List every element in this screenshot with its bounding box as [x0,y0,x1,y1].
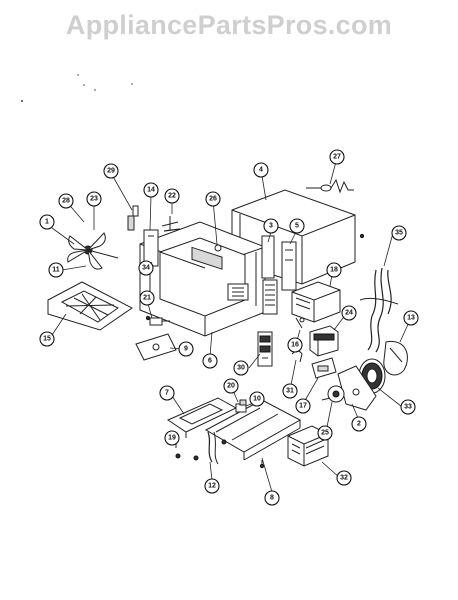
thermostat [149,317,170,326]
callout-18: 18 [326,262,342,278]
svg-text:20: 20 [227,383,235,390]
svg-text:2: 2 [357,421,361,428]
callout-8: 8 [264,490,280,506]
callout-13: 13 [403,310,419,326]
svg-text:10: 10 [253,396,261,403]
callout-31: 31 [282,383,298,399]
upper-brackets [127,205,181,267]
capacitor [309,325,339,357]
callout-24: 24 [341,305,357,321]
callout-19: 19 [164,430,180,446]
svg-text:7: 7 [165,390,169,397]
callout-2: 2 [351,416,367,432]
svg-text:27: 27 [333,154,341,161]
svg-text:17: 17 [299,403,307,410]
svg-text:29: 29 [107,168,115,175]
motor-plate [337,365,377,411]
callout-3: 3 [263,218,279,234]
callout-9: 9 [178,341,194,357]
svg-text:18: 18 [330,267,338,274]
callout-1: 1 [39,214,55,230]
blower-housing [383,340,408,376]
svg-text:25: 25 [321,430,329,437]
callout-29: 29 [103,163,119,179]
callout-33: 33 [400,399,416,415]
control-board [257,331,273,367]
svg-text:15: 15 [43,336,51,343]
hinge-plate [135,333,177,361]
callout-25: 25 [317,425,333,441]
latch-plate [166,397,238,438]
callout-23: 23 [86,191,102,207]
oven-cavity [139,221,278,337]
waveguide-parts [261,235,297,291]
svg-text:26: 26 [209,196,217,203]
svg-text:16: 16 [291,342,299,349]
switch-parts [291,350,337,379]
watermark-logo: AppliancePartsPros.com [65,10,393,40]
specks [21,74,133,102]
fan-motor [321,385,345,403]
callout-21: 21 [139,290,155,306]
callout-7: 7 [159,385,175,401]
fan-shroud [47,281,133,331]
fan-blade [67,232,119,270]
svg-text:32: 32 [340,475,348,482]
svg-text:24: 24 [345,310,353,317]
callout-26: 26 [205,191,221,207]
callout-14: 14 [143,182,159,198]
svg-text:22: 22 [168,193,176,200]
svg-text:6: 6 [208,358,212,365]
svg-text:21: 21 [143,295,151,302]
clip-parts [235,399,247,413]
callout-5: 5 [289,218,305,234]
svg-text:1: 1 [45,219,49,226]
relay [295,317,305,329]
svg-text:33: 33 [404,404,412,411]
svg-text:4: 4 [259,167,263,174]
callout-10: 10 [249,391,265,407]
diode [306,178,354,194]
svg-text:13: 13 [407,315,415,322]
callout-17: 17 [295,398,311,414]
callout-22: 22 [164,188,180,204]
callout-11: 11 [48,262,64,278]
wire-harness [359,267,399,353]
svg-text:11: 11 [52,267,60,274]
callout-32: 32 [336,470,352,486]
svg-text:35: 35 [395,230,403,237]
callout-15: 15 [39,331,55,347]
svg-text:3: 3 [269,223,273,230]
svg-text:34: 34 [142,265,150,272]
callout-12: 12 [204,478,220,494]
callout-4: 4 [253,162,269,178]
svg-text:30: 30 [237,365,245,372]
callout-28: 28 [58,193,74,209]
callout-34: 34 [138,260,154,276]
callout-27: 27 [329,149,345,165]
svg-text:31: 31 [286,388,294,395]
svg-text:5: 5 [295,223,299,230]
svg-text:23: 23 [90,196,98,203]
svg-text:12: 12 [208,483,216,490]
callout-16: 16 [287,337,303,353]
svg-text:28: 28 [62,198,70,205]
callout-35: 35 [391,225,407,241]
callout-30: 30 [233,360,249,376]
svg-text:14: 14 [147,187,155,194]
svg-text:9: 9 [184,346,188,353]
callout-6: 6 [202,353,218,369]
callout-20: 20 [223,378,239,394]
svg-text:19: 19 [168,435,176,442]
magnetron [291,281,341,323]
svg-text:8: 8 [270,495,274,502]
